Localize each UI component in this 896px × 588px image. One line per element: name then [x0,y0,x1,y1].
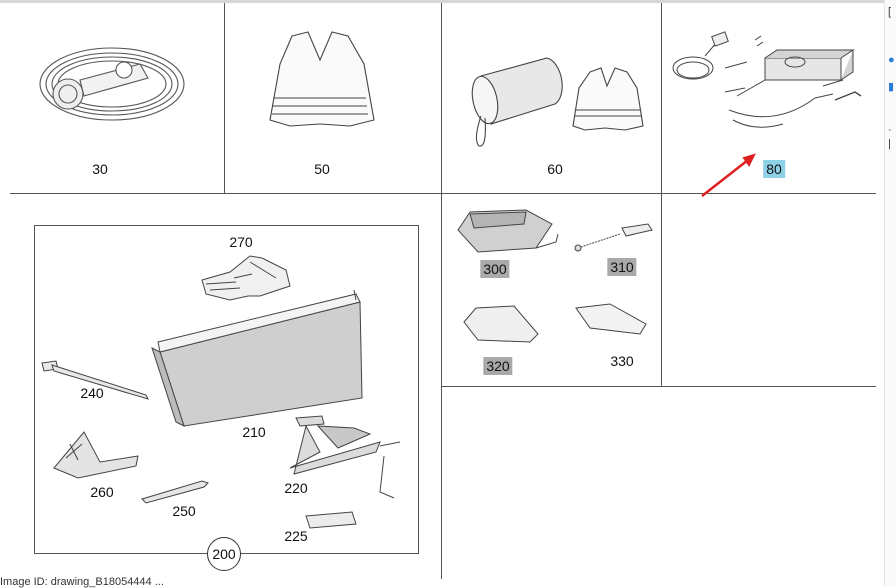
sealant-bottle-icon [574,223,653,252]
top-bar [0,0,896,3]
part-tile-330[interactable]: 330 [572,300,662,370]
part-label-320: 320 [483,357,513,375]
marker-icon: ▮ [888,81,895,93]
right-scroll-strip[interactable] [884,0,896,586]
part-label-50: 50 [314,161,330,177]
part-tile-250[interactable]: 250 [138,475,218,525]
divider [10,193,876,194]
part-tile-30[interactable]: 30 [20,20,210,190]
part-label-310: 310 [607,258,637,276]
part-label-225: 225 [284,528,308,544]
plate-icon [575,303,647,335]
tow-rope-icon [39,47,185,121]
part-tile-300[interactable]: 300 [452,208,572,280]
part-label-300: 300 [480,260,510,278]
vest-bag-icon [471,57,644,147]
label-plate-icon [305,511,357,529]
part-tile-225[interactable]: 225 [282,508,362,548]
part-label-60: 60 [547,161,563,177]
part-tile-320[interactable]: 320 [458,304,548,379]
gloves-icon [201,255,291,301]
footer-text: Image ID: drawing_B18054444 ... [0,576,164,588]
bracket-icon: [ [888,6,892,18]
part-label-250: 250 [172,503,196,519]
safety-vest-icon [269,31,375,127]
tick-icon: · [888,124,892,136]
wheel-wrench-icon [41,360,149,400]
part-tile-260[interactable]: 260 [48,428,148,503]
part-tile-80[interactable]: 80 [665,20,877,190]
mat-icon [463,305,539,343]
divider [441,386,876,387]
part-tile-220[interactable]: 220 [280,412,410,512]
part-label-80: 80 [763,160,785,178]
divider [224,3,225,193]
divider [441,3,442,579]
part-tile-50[interactable]: 50 [240,20,430,190]
part-tile-210[interactable]: 210 [148,289,368,440]
arrow-icon [701,153,756,197]
group-label-200[interactable]: 200 [207,537,241,571]
part-tile-60[interactable]: 60 [455,20,655,190]
charger-cable-icon [672,31,862,128]
part-label-220: 220 [284,480,308,496]
info-icon: ● [888,54,895,66]
car-jack-icon [289,415,401,499]
wheel-chock-icon [53,431,139,479]
part-tile-240[interactable]: 240 [36,355,156,405]
part-tile-270[interactable]: 270 [190,232,300,302]
storage-tray-icon [151,289,363,427]
part-tile-310[interactable]: 310 [570,220,660,280]
tick-icon: | [888,138,891,150]
part-label-260: 260 [90,484,114,500]
towing-eye-icon [141,480,209,504]
part-label-330: 330 [610,353,634,369]
part-label-30: 30 [92,161,108,177]
part-label-240: 240 [80,385,104,401]
divider [661,3,662,387]
compressor-icon [457,209,559,253]
part-label-270: 270 [229,234,253,250]
part-label-210: 210 [242,424,266,440]
